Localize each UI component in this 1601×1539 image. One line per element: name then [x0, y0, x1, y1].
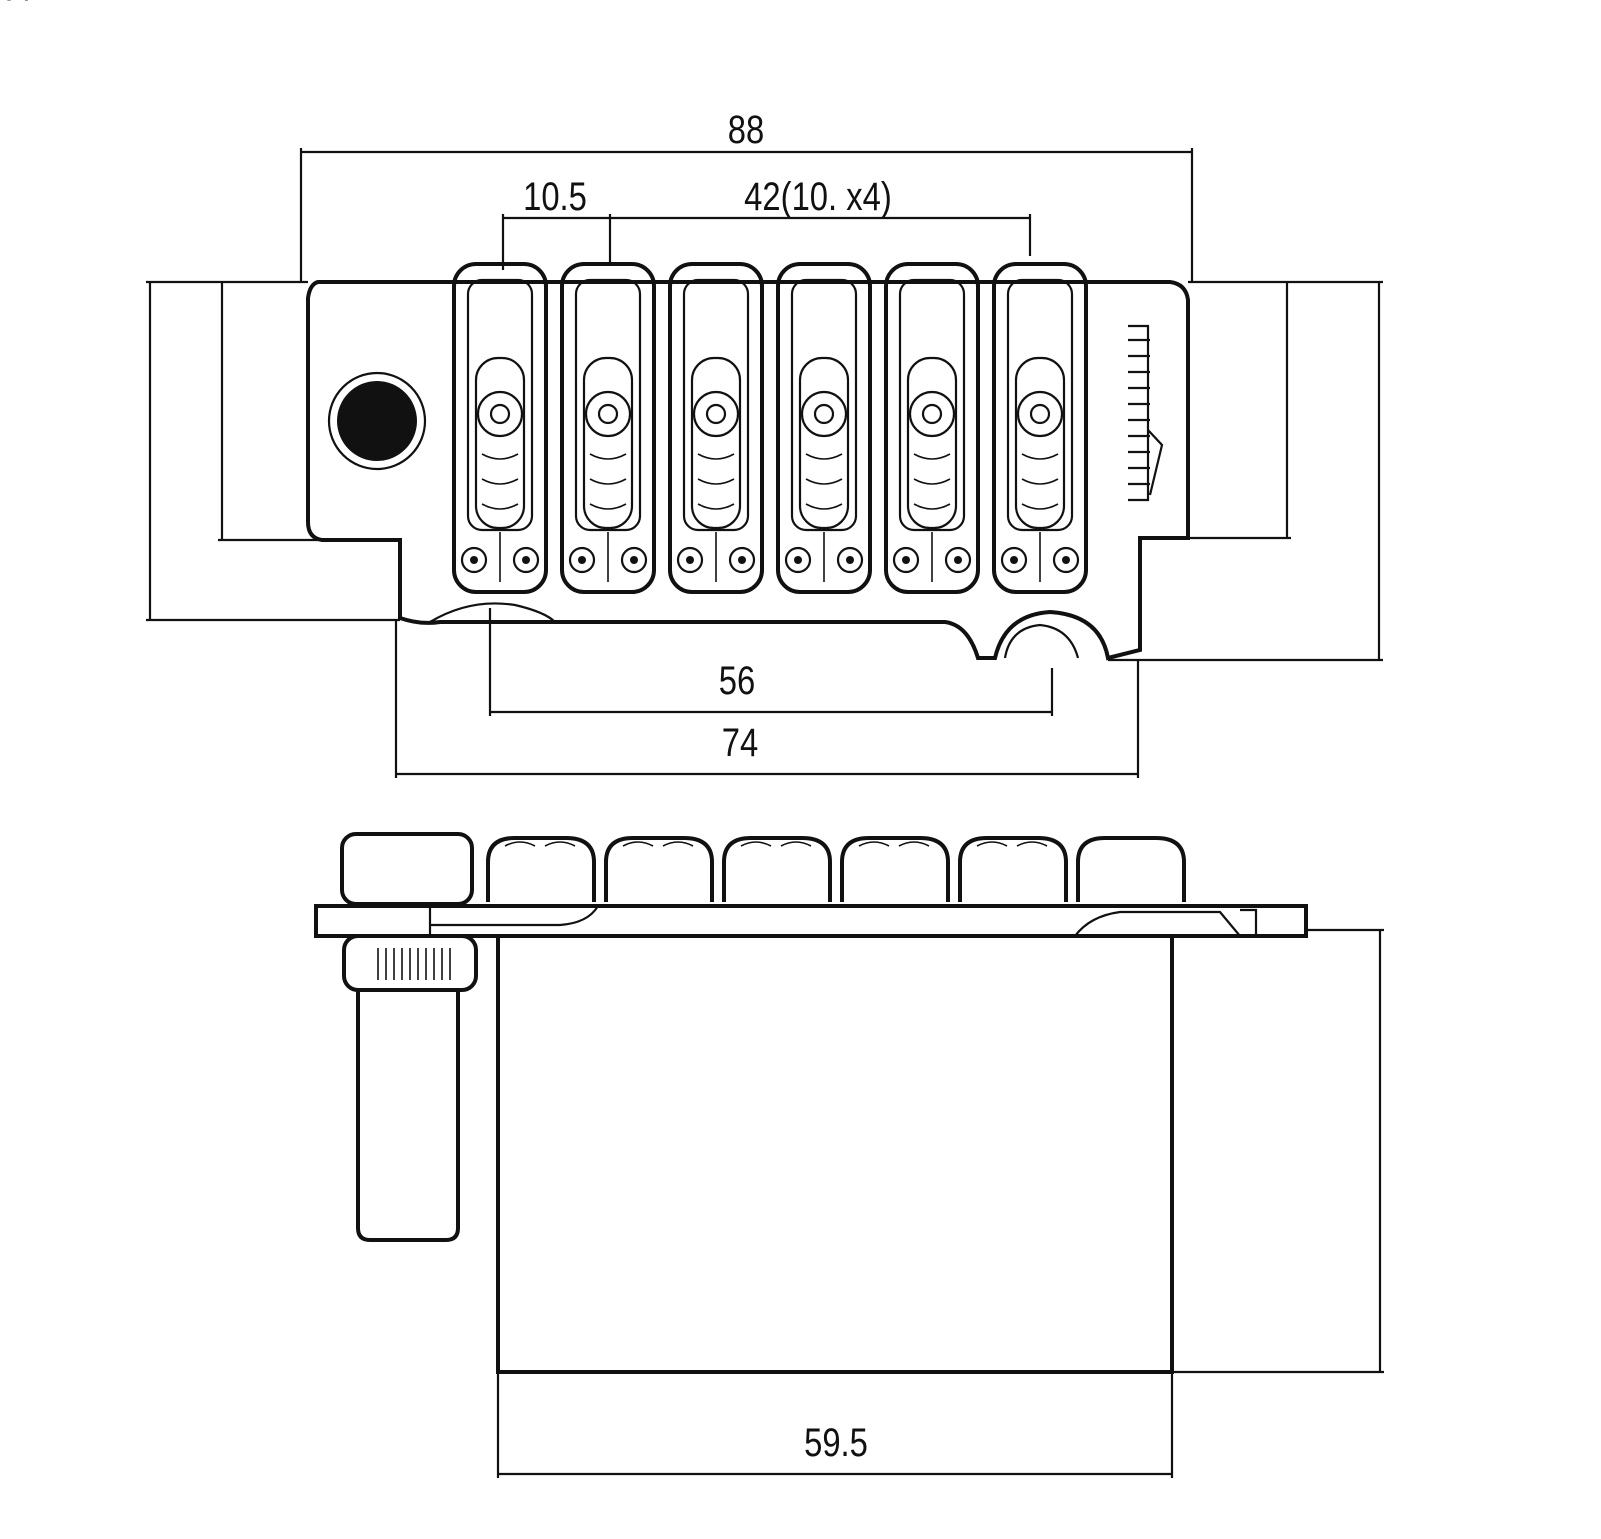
saddle-side — [958, 836, 1068, 902]
saddle — [992, 262, 1088, 594]
locking-tab — [1128, 324, 1164, 502]
saddle-side — [604, 836, 714, 902]
saddle — [884, 262, 980, 594]
dim-label-59-5: 59.5 — [804, 1420, 868, 1465]
dim-label-25-4-right: 25.4 — [0, 0, 32, 9]
dim-block-height: 40 — [0, 0, 1384, 1374]
mounting-hole — [337, 381, 417, 461]
saddle-side — [486, 836, 596, 902]
tremolo-block — [496, 934, 1174, 1374]
dim-block-width: 59.5 — [496, 1372, 1174, 1478]
dim-left-heights: 33.4 25.4 — [0, 0, 400, 622]
base-plate-side — [314, 904, 1308, 938]
base-plate-outline — [306, 280, 1190, 661]
dim-string-spacing: 10.5 42(10. x4) — [501, 174, 1032, 270]
knurled-post — [342, 934, 478, 992]
saddle — [560, 262, 656, 594]
dim-label-42: 42(10. x4) — [744, 174, 892, 219]
post-head — [340, 832, 474, 906]
saddle-side — [722, 836, 832, 902]
top-view: 88 10.5 42(10. x4) 33.4 25.4 — [0, 0, 1383, 778]
right-bottom-notch — [1003, 623, 1080, 659]
post-shaft — [356, 990, 460, 1242]
dim-label-40: 40 — [0, 0, 18, 9]
saddle-side — [840, 836, 950, 902]
saddle — [776, 262, 872, 594]
dim-right-heights: 25.4 37.4 — [0, 0, 1383, 662]
dim-label-88: 88 — [728, 107, 764, 152]
dim-label-10-5: 10.5 — [523, 174, 587, 219]
dim-label-33-4: 33.4 — [0, 0, 32, 9]
dim-label-74: 74 — [722, 720, 758, 765]
saddle — [668, 262, 764, 594]
saddle-side — [1076, 836, 1186, 902]
dim-label-37-4: 37.4 — [0, 0, 32, 9]
dim-label-56: 56 — [719, 658, 755, 703]
dim-base-width: 74 — [394, 620, 1140, 778]
dim-post-spacing: 56 — [488, 608, 1054, 716]
dim-label-25-4-left: 25.4 — [0, 0, 32, 9]
saddle — [452, 262, 548, 594]
left-bottom-cutout — [429, 602, 556, 623]
dim-overall-width: 88 — [299, 107, 1194, 282]
side-view: 40 59.5 — [0, 0, 1384, 1478]
